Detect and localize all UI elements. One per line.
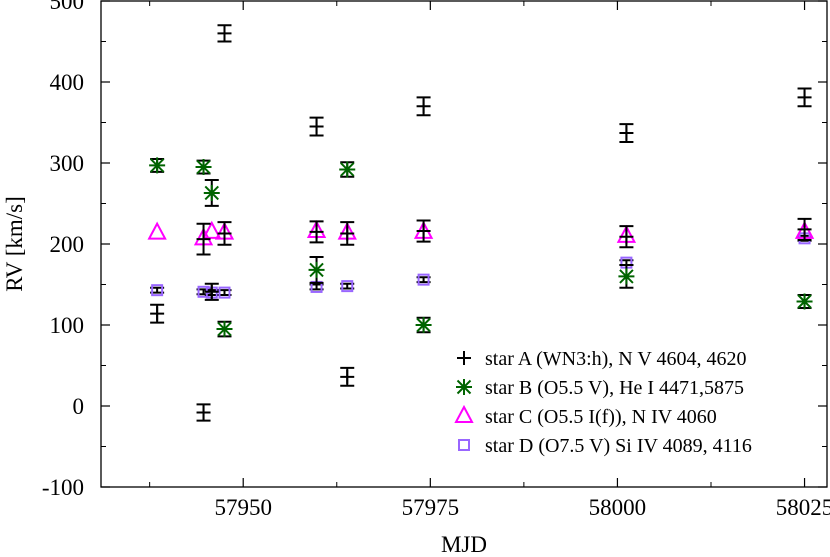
legend-label: star A (WN3:h), N V 4604, 4620	[485, 348, 746, 370]
legend-label: star B (O5.5 V), He I 4471,5875	[485, 377, 744, 399]
series-3	[150, 232, 812, 299]
y-tick-label: 400	[50, 70, 85, 95]
data-point	[339, 161, 356, 178]
y-tick-label: 0	[73, 394, 85, 419]
x-tick-label: 58000	[589, 495, 647, 520]
y-tick-label: 300	[50, 151, 85, 176]
data-point	[340, 369, 355, 384]
data-point	[149, 157, 166, 174]
data-point	[797, 90, 812, 105]
data-point	[415, 317, 432, 333]
data-point	[217, 26, 232, 41]
legend-marker	[454, 404, 474, 423]
y-tick-label: 200	[50, 232, 85, 257]
legend-marker	[458, 439, 470, 451]
y-tick-label: 100	[50, 313, 85, 338]
y-tick-label: -100	[42, 475, 84, 500]
data-point	[309, 224, 324, 239]
data-point	[309, 119, 324, 134]
data-point	[416, 99, 431, 114]
data-point	[196, 232, 211, 247]
data-point	[196, 405, 211, 420]
data-point	[341, 280, 354, 293]
series-layer	[147, 24, 815, 422]
y-axis-label: RV [km/s]	[2, 196, 27, 292]
legend-marker	[457, 351, 471, 365]
data-point	[151, 284, 164, 297]
legend-label: star D (O7.5 V) Si IV 4089, 4116	[485, 435, 752, 457]
data-point	[308, 261, 325, 278]
series-2	[147, 219, 815, 246]
data-point	[619, 229, 634, 244]
data-point	[203, 184, 220, 201]
data-point	[204, 284, 219, 299]
x-tick-label: 58025	[776, 495, 830, 520]
data-point	[217, 226, 232, 241]
legend-marker	[456, 379, 472, 395]
series-0	[150, 24, 812, 422]
data-point	[218, 286, 231, 299]
x-tick-label: 57975	[402, 495, 460, 520]
y-tick-label: 500	[50, 0, 85, 14]
data-point	[202, 220, 222, 239]
data-point	[195, 159, 212, 176]
data-point	[618, 268, 635, 285]
data-point	[150, 306, 165, 321]
legend-label: star C (O5.5 I(f)), N IV 4060	[485, 406, 717, 428]
data-point	[147, 221, 167, 240]
data-point	[796, 293, 813, 310]
x-axis-label: MJD	[441, 532, 487, 557]
data-point	[797, 222, 812, 237]
data-point	[619, 126, 634, 141]
axis-ticks: -100 0 100 200 300 400 500 57950 57975 58000 58025	[42, 0, 830, 520]
data-point	[340, 226, 355, 241]
data-point	[416, 224, 431, 239]
data-point	[417, 273, 430, 286]
x-tick-label: 57950	[214, 495, 272, 520]
data-point	[216, 321, 233, 338]
series-1	[149, 157, 813, 338]
legend: star A (WN3:h), N V 4604, 4620 star B (O5…	[454, 348, 752, 457]
